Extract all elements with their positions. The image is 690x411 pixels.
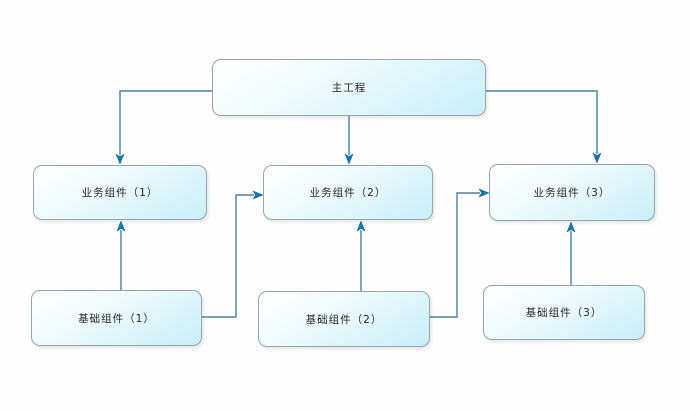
node-base-component-2-label: 基础组件（2） xyxy=(305,313,383,326)
edge-base-2-to-business-3 xyxy=(430,188,490,318)
edge-base-1-to-business-1 xyxy=(116,220,126,290)
node-base-component-2: 基础组件（2） xyxy=(258,291,430,347)
edge-base-1-to-business-2 xyxy=(202,190,264,318)
node-base-component-1: 基础组件（1） xyxy=(31,290,202,346)
node-business-component-1-label: 业务组件（1） xyxy=(81,187,159,199)
edge-main-to-business-3 xyxy=(486,90,602,164)
node-business-component-1: 业务组件（1） xyxy=(33,165,207,220)
node-main-project: 主工程 xyxy=(212,59,486,116)
edge-main-to-business-2 xyxy=(344,116,354,165)
node-base-component-1-label: 基础组件（1） xyxy=(78,312,155,325)
node-business-component-2-label: 业务组件（2） xyxy=(309,187,387,199)
edge-base-3-to-business-3 xyxy=(566,221,576,285)
node-business-component-2: 业务组件（2） xyxy=(263,165,433,220)
node-base-component-3: 基础组件（3） xyxy=(483,285,645,340)
edge-base-2-to-business-2 xyxy=(356,220,366,291)
edge-main-to-business-1 xyxy=(115,90,212,165)
node-base-component-3-label: 基础组件（3） xyxy=(525,307,603,319)
node-main-project-label: 主工程 xyxy=(331,82,367,94)
node-business-component-3-label: 业务组件（3） xyxy=(533,187,611,199)
node-business-component-3: 业务组件（3） xyxy=(489,164,655,221)
